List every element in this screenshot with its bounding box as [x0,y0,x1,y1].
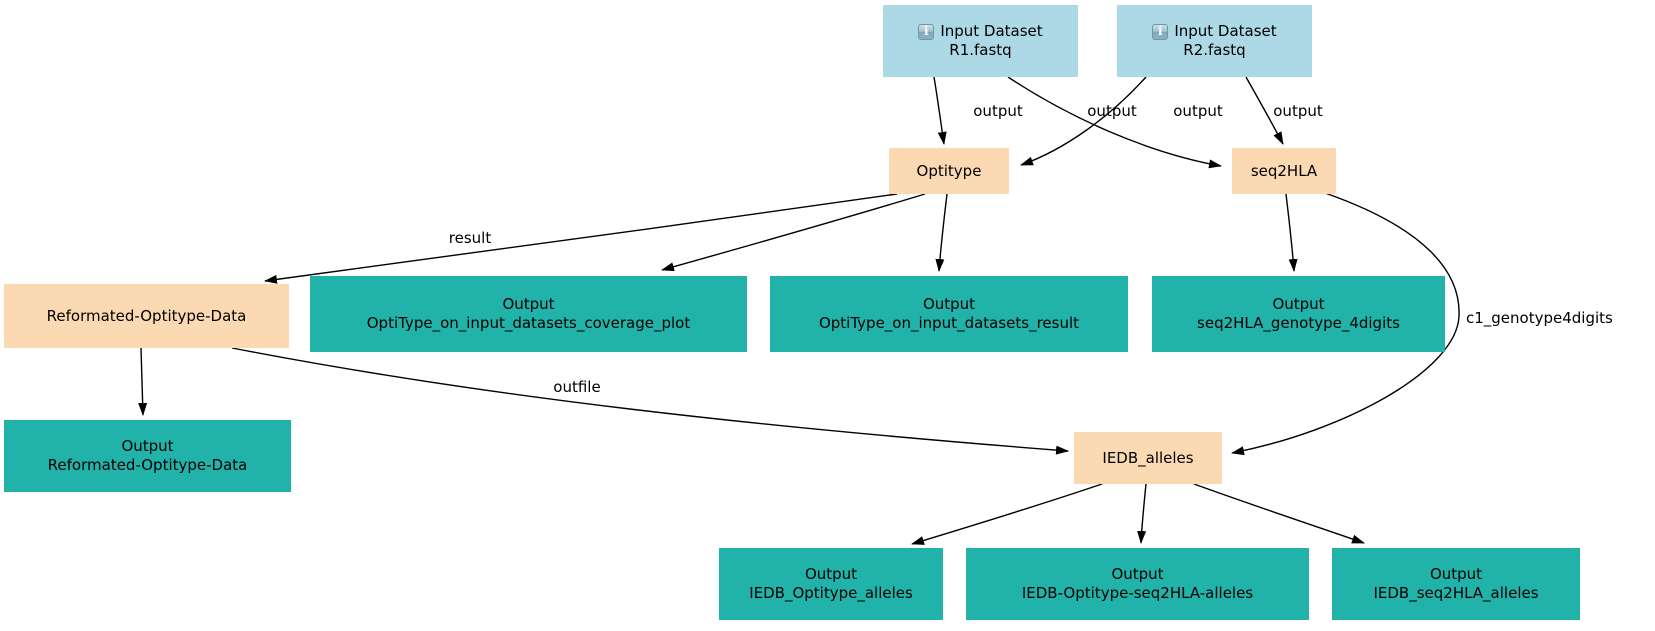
edge-label-output-r2-optitype: output [1173,102,1223,120]
node-title-row: i Input Dataset [918,22,1043,41]
edge-optitype-to-reformated [264,193,898,284]
node-tool-optitype[interactable]: Optitype [889,148,1009,194]
node-label: seq2HLA [1250,161,1318,180]
node-output-iedb-seq2hla-alleles[interactable]: Output IEDB_seq2HLA_alleles [1332,548,1580,620]
node-output-optitype-result[interactable]: Output OptiType_on_input_datasets_result [770,276,1128,352]
node-title-row: i Input Dataset [1152,22,1277,41]
edge-optitype-to-coverage-plot [661,193,926,272]
node-label: Output [804,565,858,583]
node-label: Output [1429,565,1483,583]
edge-iedb-to-both-alleles [1137,483,1147,544]
node-output-coverage-plot[interactable]: Output OptiType_on_input_datasets_covera… [310,276,747,352]
node-sublabel: R1.fastq [949,41,1012,59]
edge-seq2hla-to-iedb [1231,192,1460,456]
edge-iedb-to-seq2hla-alleles [1193,483,1365,544]
edge-label-output-r1-optitype: output [973,102,1023,120]
edge-r2-to-optitype [1020,76,1147,166]
node-input-dataset-r1[interactable]: i Input Dataset R1.fastq [883,5,1078,77]
edge-r2-to-seq2hla [1245,76,1284,145]
node-label: Output [1272,295,1325,313]
node-label: Input Dataset [940,22,1043,40]
edge-label-output-r2-seq2hla: output [1273,102,1323,120]
edge-optitype-to-result [935,193,948,272]
edge-seq2hla-to-4digits [1285,193,1298,272]
node-sublabel: seq2HLA_genotype_4digits [1197,314,1400,332]
node-label: Output [502,295,555,313]
node-tool-seq2hla[interactable]: seq2HLA [1232,148,1336,194]
edge-label-outfile: outfile [553,378,601,396]
node-sublabel: IEDB-Optitype-seq2HLA-alleles [1021,584,1254,602]
node-output-seq2hla-genotype-4digits[interactable]: Output seq2HLA_genotype_4digits [1152,276,1445,352]
info-icon: i [918,23,935,40]
node-output-reformated-optitype-data[interactable]: Output Reformated-Optitype-Data [4,420,291,492]
node-tool-reformated-optitype-data[interactable]: Reformated-Optitype-Data [4,284,289,348]
node-sublabel: Reformated-Optitype-Data [47,456,248,474]
node-label: Reformated-Optitype-Data [46,306,247,325]
edge-label-c1-genotype4digits: c1_genotype4digits [1466,309,1613,327]
node-label: Optitype [916,161,982,180]
info-icon: i [1152,23,1169,40]
edge-label-output-r1-seq2hla: output [1087,102,1137,120]
node-sublabel: IEDB_Optitype_alleles [749,584,913,602]
edge-r1-to-optitype [933,76,947,145]
node-sublabel: OptiType_on_input_datasets_result [818,314,1080,332]
edge-reformated-to-output [138,347,148,416]
edge-label-result: result [448,229,492,247]
node-input-dataset-r2[interactable]: i Input Dataset R2.fastq [1117,5,1312,77]
node-tool-iedb-alleles[interactable]: IEDB_alleles [1074,432,1222,484]
node-sublabel: OptiType_on_input_datasets_coverage_plot [366,314,691,332]
node-label: IEDB_alleles [1102,448,1194,467]
node-output-iedb-optitype-alleles[interactable]: Output IEDB_Optitype_alleles [719,548,943,620]
node-label: Output [121,437,174,455]
node-label: Input Dataset [1174,22,1277,40]
node-sublabel: IEDB_seq2HLA_alleles [1373,584,1539,602]
node-output-iedb-optitype-seq2hla-alleles[interactable]: Output IEDB-Optitype-seq2HLA-alleles [966,548,1309,620]
node-sublabel: R2.fastq [1183,41,1246,59]
node-label: Output [922,295,976,313]
edge-reformated-to-iedb [231,347,1069,455]
edge-iedb-to-optitype-alleles [911,483,1103,545]
edge-r1-to-seq2hla [1007,76,1222,169]
node-label: Output [1111,565,1164,583]
